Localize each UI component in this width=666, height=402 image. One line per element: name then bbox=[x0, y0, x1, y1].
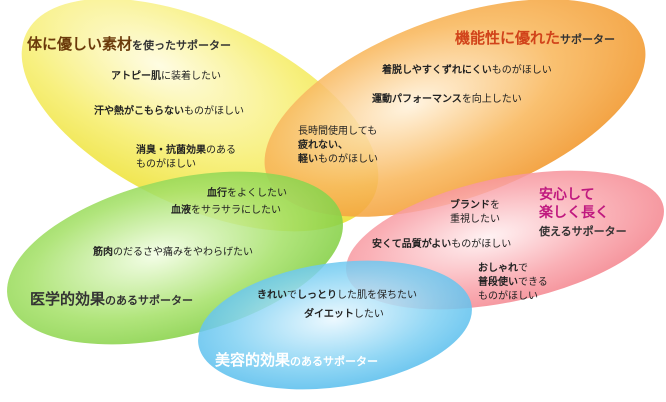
orange-need-1-rest: ものがほしい bbox=[491, 65, 552, 76]
blue-title-rest: のあるサポーター bbox=[290, 355, 379, 368]
yellow-title: 体に優しい素材を使ったサポーター bbox=[27, 35, 231, 54]
pink-need-3-line2-bold: 普段使い bbox=[478, 277, 518, 288]
green-need-2: 血液をサラサラにしたい bbox=[171, 204, 281, 218]
overlap-need-line3-rest: ものがほしい bbox=[318, 154, 378, 165]
yellow-need-1: アトピー肌に装着したい bbox=[111, 70, 221, 84]
pink-title: 安心して 楽しく長く 使えるサポーター bbox=[539, 186, 627, 241]
green-need-1-rest: をよくしたい bbox=[227, 188, 287, 199]
blue-need-1-a: きれい bbox=[257, 290, 287, 301]
yellow-need-1-rest: に装着したい bbox=[161, 71, 221, 82]
orange-need-2: 運動パフォーマンスを向上したい bbox=[372, 93, 522, 107]
yellow-need-3-bold: 消臭・抗菌効果 bbox=[136, 145, 206, 156]
pink-title-line2: 楽しく長く bbox=[539, 205, 609, 221]
blue-need-2: ダイエットしたい bbox=[304, 308, 384, 322]
pink-need-3-line2-rest: できる bbox=[518, 277, 548, 288]
green-title-main: 医学的効果 bbox=[30, 290, 106, 308]
pink-need-2: 安くて品質がよいものがほしい bbox=[372, 238, 511, 252]
orange-need-1: 着脱しやすくずれにくいものがほしい bbox=[382, 64, 552, 78]
orange-title-rest: サポーター bbox=[560, 33, 616, 46]
yellow-title-main: 体に優しい素材 bbox=[27, 35, 133, 53]
pink-need-1: ブランドを 重視したい bbox=[450, 199, 500, 227]
blue-need-2-bold: ダイエット bbox=[304, 309, 354, 320]
blue-petal bbox=[198, 260, 472, 390]
blue-title: 美容的効果のあるサポーター bbox=[215, 351, 378, 370]
pink-need-3-rest: で bbox=[518, 263, 528, 274]
green-need-3-bold: 筋肉 bbox=[93, 247, 113, 258]
blue-need-1-c: しっとり bbox=[297, 290, 337, 301]
yellow-need-3-line2: ものがほしい bbox=[136, 159, 196, 170]
overlap-need-line2: 疲れない、 bbox=[298, 140, 348, 151]
green-need-1-bold: 血行 bbox=[207, 188, 227, 199]
blue-need-1-d: した肌を保ちたい bbox=[337, 290, 417, 301]
orange-need-2-rest: を向上したい bbox=[461, 94, 522, 105]
yellow-title-rest: を使ったサポーター bbox=[132, 39, 232, 52]
blue-need-1: きれいでしっとりした肌を保ちたい bbox=[257, 289, 417, 303]
pink-need-2-bold: 安くて品質がよい bbox=[372, 239, 452, 250]
pink-need-3-line3: ものがほしい bbox=[478, 291, 538, 302]
green-title-rest: のあるサポーター bbox=[105, 294, 194, 307]
green-need-2-rest: をサラサラにしたい bbox=[191, 205, 281, 216]
green-need-1: 血行をよくしたい bbox=[207, 187, 287, 201]
green-need-2-bold: 血液 bbox=[171, 205, 191, 216]
orange-title: 機能性に優れたサポーター bbox=[455, 29, 615, 48]
blue-need-1-b: で bbox=[287, 290, 297, 301]
pink-title-line1: 安心して bbox=[539, 187, 595, 203]
yellow-need-3: 消臭・抗菌効果のある ものがほしい bbox=[136, 144, 236, 172]
pink-need-1-bold: ブランド bbox=[450, 200, 490, 211]
green-title: 医学的効果のあるサポーター bbox=[30, 290, 193, 309]
overlap-need-line3-bold: 軽い bbox=[298, 154, 318, 165]
yellow-need-1-bold: アトピー肌 bbox=[111, 71, 161, 82]
green-need-3-rest: のだるさや痛みをやわらげたい bbox=[113, 247, 253, 258]
overlap-need: 長時間使用しても 疲れない、 軽いものがほしい bbox=[298, 125, 378, 167]
yellow-need-2-bold: 汗や熱がこもらない bbox=[94, 106, 184, 117]
overlap-need-line1: 長時間使用しても bbox=[298, 126, 378, 137]
green-need-3: 筋肉のだるさや痛みをやわらげたい bbox=[93, 246, 253, 260]
pink-need-2-rest: ものがほしい bbox=[451, 239, 512, 250]
pink-need-3: おしゃれで 普段使いできる ものがほしい bbox=[478, 262, 548, 304]
blue-need-2-rest: したい bbox=[353, 309, 384, 320]
blue-title-main: 美容的効果 bbox=[215, 351, 291, 369]
yellow-need-2: 汗や熱がこもらないものがほしい bbox=[94, 105, 244, 119]
orange-title-main: 機能性に優れた bbox=[455, 29, 561, 47]
pink-title-line3: 使えるサポーター bbox=[539, 225, 627, 238]
pink-need-1-line2: 重視したい bbox=[450, 214, 500, 225]
yellow-need-3-rest: のある bbox=[206, 145, 236, 156]
yellow-need-2-rest: ものがほしい bbox=[184, 106, 244, 117]
orange-need-1-bold: 着脱しやすくずれにくい bbox=[382, 65, 492, 76]
pink-need-3-bold: おしゃれ bbox=[478, 263, 518, 274]
orange-petal bbox=[264, 0, 646, 217]
pink-need-1-rest: を bbox=[490, 200, 500, 211]
orange-need-2-bold: 運動パフォーマンス bbox=[372, 94, 462, 105]
